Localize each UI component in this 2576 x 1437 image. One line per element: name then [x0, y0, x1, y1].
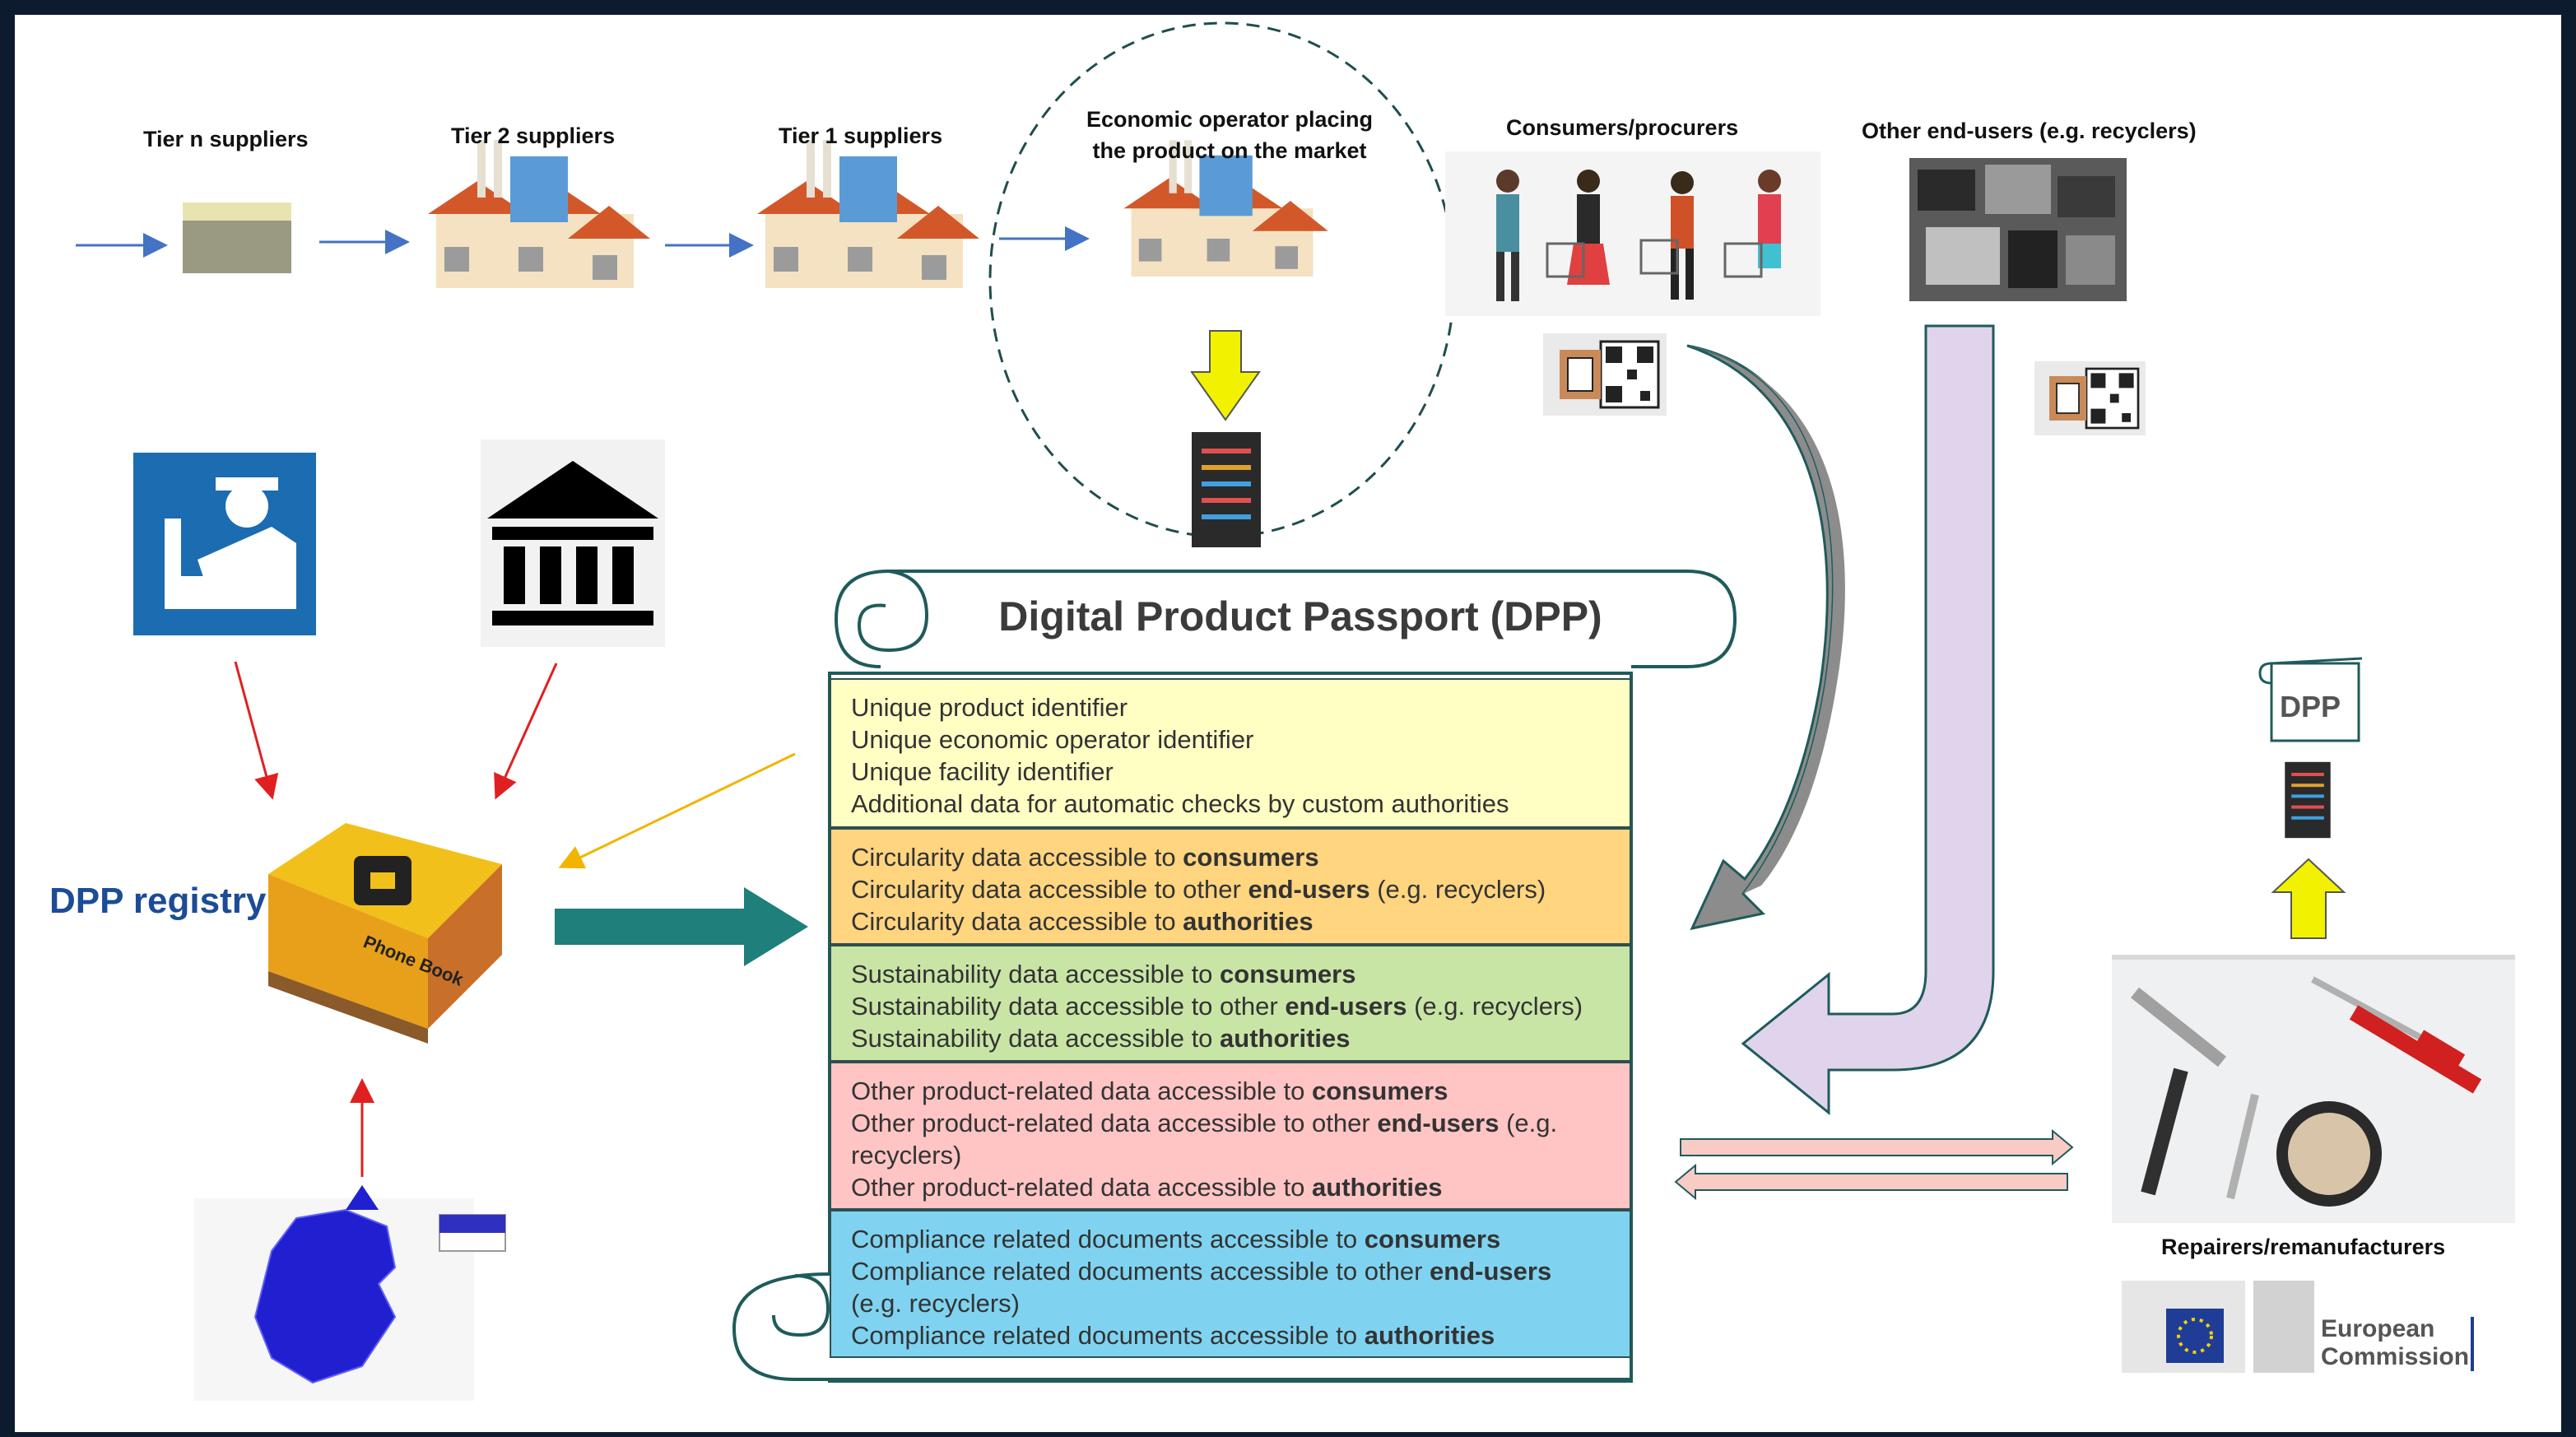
shoppers-icon [1445, 151, 1820, 316]
dpp-text: Compliance related documents accessible … [851, 1257, 1430, 1286]
dpp-text: Other product-related data accessible to… [851, 1109, 1378, 1137]
tier-1-label: Tier 1 suppliers [779, 123, 943, 148]
dpp-section-line: Additional data for automatic checks by … [851, 788, 1615, 820]
eu-commission-line2: Commission [2321, 1343, 2470, 1370]
tier-2-label: Tier 2 suppliers [451, 123, 616, 148]
tools-icon [2112, 955, 2515, 1223]
dpp-text: Other product-related data accessible to [851, 1173, 1313, 1202]
server-icon [1192, 432, 1261, 547]
dpp-keyword: end-users [1430, 1257, 1552, 1286]
dpp-keyword: end-users [1285, 992, 1407, 1021]
dpp-section: Other product-related data accessible to… [830, 1062, 1631, 1210]
dpp-keyword: authorities [1364, 1321, 1495, 1350]
eu-commission-logo [2122, 1281, 2474, 1373]
dpp-section-line: recyclers) [851, 1139, 1615, 1171]
red-arrow [494, 663, 558, 800]
dpp-keyword: authorities [1312, 1173, 1443, 1202]
dpp-keyword: consumers [1183, 843, 1319, 872]
dpp-text: recyclers) [851, 1141, 962, 1170]
dpp-text: Unique economic operator identifier [851, 725, 1254, 754]
dpp-keyword: consumers [1220, 960, 1356, 988]
dpp-text: (e.g. recyclers) [1369, 875, 1546, 904]
dpp-section-line: Sustainability data accessible to author… [851, 1022, 1615, 1054]
operator-label-line1: Economic operator placing [1086, 107, 1374, 132]
orange-arrow [558, 752, 796, 869]
eu-commission-line1: European [2321, 1315, 2435, 1342]
dpp-text: Sustainability data accessible to [851, 960, 1221, 988]
lilac-arrow [1741, 324, 1995, 1116]
red-arrow [234, 661, 279, 800]
server-icon [2285, 761, 2331, 839]
dpp-text: Unique facility identifier [851, 757, 1114, 786]
qr-scan-icon [2033, 360, 2147, 437]
dpp-small-scroll [2258, 657, 2363, 742]
eu-map-icon [194, 1185, 506, 1401]
dpp-text: (e.g. recyclers) [851, 1289, 1020, 1318]
dpp-text: Circularity data accessible to [851, 907, 1183, 936]
dpp-keyword: consumers [1364, 1225, 1501, 1253]
government-building-icon [481, 439, 665, 647]
pink-arrow-left [1674, 1163, 2068, 1201]
yellow-down-arrow [1190, 330, 1261, 421]
dpp-text: Compliance related documents accessible … [851, 1225, 1365, 1253]
customs-officer-icon [133, 453, 316, 635]
phone-book-icon [268, 823, 502, 1044]
dpp-section-line: Sustainability data accessible to other … [851, 990, 1615, 1022]
dpp-section-line: Unique facility identifier [851, 756, 1615, 788]
dpp-section-line: Circularity data accessible to other end… [851, 873, 1615, 905]
dpp-section-line: Other product-related data accessible to… [851, 1107, 1615, 1139]
tier-n-label: Tier n suppliers [143, 127, 309, 151]
repairers-label: Repairers/remanufacturers [2161, 1235, 2446, 1259]
dpp-keyword: authorities [1183, 907, 1314, 936]
dpp-text: Additional data for automatic checks by … [851, 789, 1509, 818]
dpp-section-line: Unique economic operator identifier [851, 723, 1615, 756]
dpp-text: Circularity data accessible to [851, 843, 1183, 872]
dpp-text: Compliance related documents accessible … [851, 1321, 1365, 1350]
dpp-text: (e.g. [1499, 1109, 1558, 1137]
dpp-keyword: end-users [1248, 875, 1370, 904]
dpp-section-line: Other product-related data accessible to… [851, 1171, 1615, 1203]
dpp-title: Digital Product Passport (DPP) [998, 593, 1602, 639]
dpp-section-line: Compliance related documents accessible … [851, 1319, 1615, 1351]
dpp-section-line: Other product-related data accessible to… [851, 1075, 1615, 1107]
yellow-up-arrow [2271, 858, 2346, 939]
dpp-section-line: Unique product identifier [851, 691, 1615, 723]
dpp-section-line: Compliance related documents accessible … [851, 1223, 1615, 1255]
dpp-section-line: Circularity data accessible to authoriti… [851, 905, 1615, 937]
dpp-keyword: authorities [1220, 1024, 1351, 1053]
dpp-section-line: Compliance related documents accessible … [851, 1255, 1615, 1287]
dpp-small-label: DPP [2280, 690, 2341, 723]
dpp-text: (e.g. recyclers) [1407, 992, 1583, 1021]
dpp-keyword: end-users [1377, 1109, 1500, 1137]
dpp-section-line: Sustainability data accessible to consum… [851, 958, 1615, 990]
dpp-section: Compliance related documents accessible … [830, 1210, 1631, 1358]
dpp-text: Sustainability data accessible to [851, 1024, 1221, 1053]
dpp-keyword: consumers [1312, 1077, 1448, 1105]
dpp-section-line: Circularity data accessible to consumers [851, 841, 1615, 873]
qr-scan-icon [1541, 332, 1668, 417]
dpp-text: Unique product identifier [851, 693, 1128, 722]
electronic-waste-icon [1909, 158, 2127, 301]
cotton-field-icon [183, 202, 291, 273]
dpp-section: Sustainability data accessible to consum… [830, 945, 1631, 1062]
dpp-text: Other product-related data accessible to [851, 1077, 1313, 1105]
consumers-label: Consumers/procurers [1506, 115, 1739, 140]
dpp-text: Circularity data accessible to other [851, 875, 1248, 904]
dpp-registry-label: DPP registry [49, 881, 267, 921]
operator-label-line2: the product on the market [1092, 138, 1367, 163]
dpp-section: Circularity data accessible to consumers… [830, 828, 1631, 945]
eu-commission-text: European Commission [2321, 1315, 2469, 1371]
dpp-text: Sustainability data accessible to other [851, 992, 1286, 1021]
other-end-users-label: Other end-users (e.g. recyclers) [1862, 119, 2197, 143]
pink-arrow-right [1680, 1128, 2074, 1166]
dpp-section-line: (e.g. recyclers) [851, 1287, 1615, 1319]
teal-arrow [555, 887, 808, 966]
grey-curved-arrow [1686, 344, 1834, 931]
